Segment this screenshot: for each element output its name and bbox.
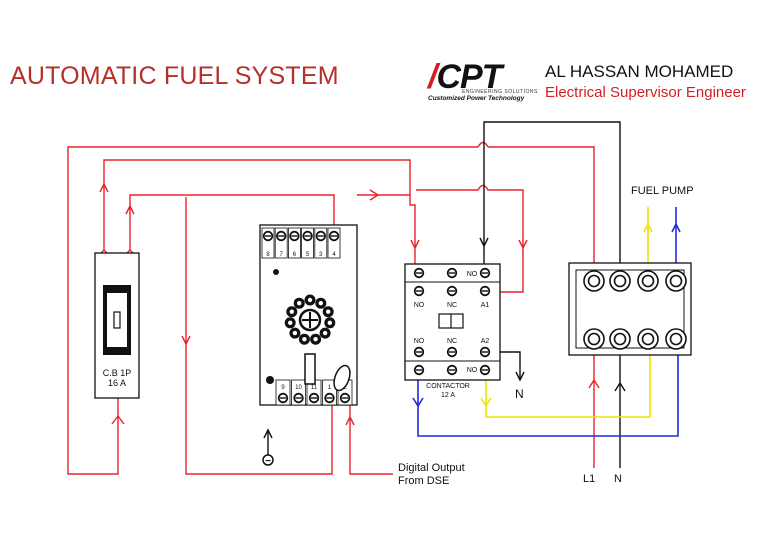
contactor-top-right-no: NO	[467, 271, 478, 278]
l1-label: L1	[583, 473, 595, 485]
contactor-a2: A2	[481, 338, 490, 345]
contactor-screw	[413, 267, 425, 279]
contactor-screw	[446, 267, 458, 279]
contactor-screw	[413, 364, 425, 376]
breaker-label-1: C.B 1P	[103, 368, 132, 378]
relay-top-term-label: 5	[306, 252, 310, 258]
digital-output-source-label: From DSE	[398, 475, 449, 487]
relay-bottom-screw	[293, 392, 304, 404]
circuit-breaker: C.B 1P 16 A	[94, 252, 140, 399]
relay-top-screw	[315, 230, 326, 242]
pump-terminal	[609, 328, 631, 350]
contactor-screw	[413, 346, 425, 358]
author-role: Electrical Supervisor Engineer	[545, 84, 746, 101]
relay-top-term-label: 7	[280, 252, 284, 258]
contactor-screw	[479, 285, 491, 297]
relay-top-screw	[328, 230, 340, 242]
contactor-mid-nc: NC	[447, 338, 457, 345]
pump-terminal	[637, 328, 659, 350]
relay-bottom-term-label: 11	[311, 385, 318, 391]
relay-bottom-screw	[308, 392, 320, 404]
contactor-bottom-right-no: NO	[467, 367, 478, 374]
relay-bottom-screw	[324, 392, 335, 404]
contactor-screw	[413, 285, 425, 297]
fuel-pump-label: FUEL PUMP	[631, 185, 694, 197]
contactor-screw	[446, 285, 458, 297]
pump-terminal	[637, 270, 659, 292]
relay-bottom-term-label: 9	[281, 385, 285, 391]
negative-terminal-label: −	[265, 456, 271, 467]
relay-bottom-term-label: 2	[343, 385, 347, 391]
fuel-pump-terminal-block	[568, 262, 692, 356]
relay-socket	[284, 294, 336, 346]
relay-bottom-term-label: 10	[295, 385, 302, 391]
contactor-top-no: NO	[414, 302, 425, 309]
digital-output-label: Digital Output	[398, 462, 465, 474]
pump-terminal	[583, 270, 605, 292]
relay-top-term-label: 4	[332, 252, 336, 258]
diagram-title: AUTOMATIC FUEL SYSTEM	[10, 62, 339, 90]
contactor-screw	[446, 364, 458, 376]
contactor-rating: 12 A	[441, 392, 455, 399]
blue-wiring	[412, 207, 681, 437]
company-logo: /CPT ENGINEERING SOLUTIONS Customized Po…	[428, 58, 538, 106]
breaker-label-2: 16 A	[108, 378, 126, 388]
contactor-top-nc: NC	[447, 302, 457, 309]
contactor-screw	[479, 346, 491, 358]
relay-top-screw	[289, 230, 300, 242]
relay-bottom-term-label: 1	[328, 385, 332, 391]
neutral-arrows	[263, 237, 626, 439]
n-supply-label: N	[614, 473, 622, 485]
relay-top-screw	[302, 230, 313, 242]
author-name: AL HASSAN MOHAMED	[545, 62, 734, 81]
relay-top-term-label: 8	[266, 252, 270, 258]
relay-bottom-screw	[339, 392, 351, 404]
pump-terminal	[665, 328, 687, 350]
relay-top-screw	[262, 230, 274, 242]
contactor-screw	[479, 267, 491, 279]
contactor-screw	[446, 346, 458, 358]
yellow-wiring	[480, 207, 653, 418]
contactor-a1: A1	[481, 302, 490, 309]
logo-mark: /CPT	[428, 58, 502, 96]
relay-top-screw	[276, 230, 287, 242]
contactor-neutral-label: N	[515, 387, 524, 401]
pump-terminal	[609, 270, 631, 292]
contactor-name: CONTACTOR	[426, 383, 470, 390]
pump-terminals	[583, 270, 687, 350]
logo-tagline: Customized Power Technology	[428, 95, 525, 102]
contactor-mid-no: NO	[414, 338, 425, 345]
contactor: NO NO NC A1 NO NC A2 NO CONTACTOR 12 A	[404, 263, 501, 399]
relay-top-terminals: 8 7 6 5 3 4	[261, 227, 341, 259]
contactor-screw	[479, 364, 491, 376]
pump-terminal	[583, 328, 605, 350]
relay-top-term-label: 6	[293, 252, 297, 258]
logo-subtitle: ENGINEERING SOLUTIONS	[462, 89, 538, 95]
contactor-terminals	[413, 267, 491, 376]
relay-top-term-label: 3	[319, 252, 323, 258]
red-arrows	[99, 182, 600, 426]
relay-bottom-screw	[277, 392, 289, 404]
pump-terminal	[665, 270, 687, 292]
